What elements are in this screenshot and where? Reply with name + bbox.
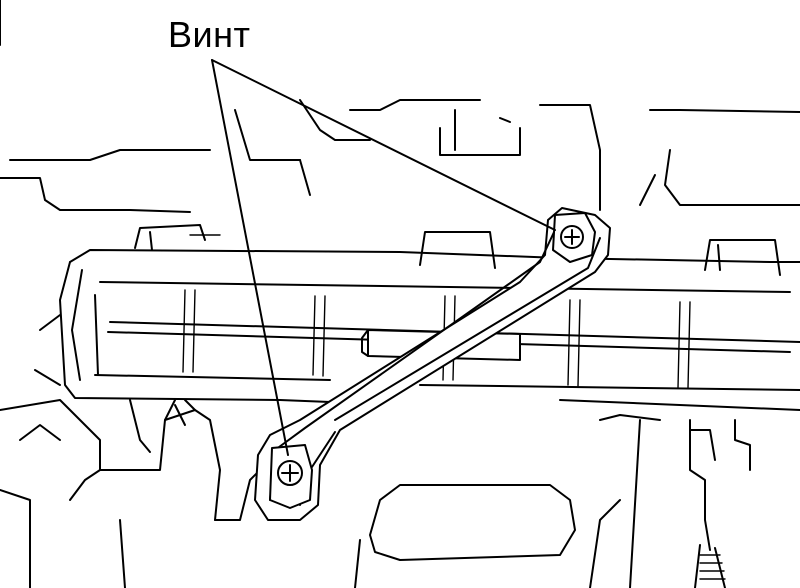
dashboard-background [0, 0, 800, 236]
lower-structure [0, 399, 751, 588]
mounting-tabs [134, 224, 781, 276]
screw-lower [277, 460, 303, 486]
leader-line-upper [211, 59, 556, 231]
leader-lines [211, 59, 556, 456]
support-bracket [254, 207, 611, 521]
leader-line-lower [211, 59, 289, 456]
screw-upper [560, 225, 584, 249]
screw-callout-label: Винт [168, 14, 251, 55]
